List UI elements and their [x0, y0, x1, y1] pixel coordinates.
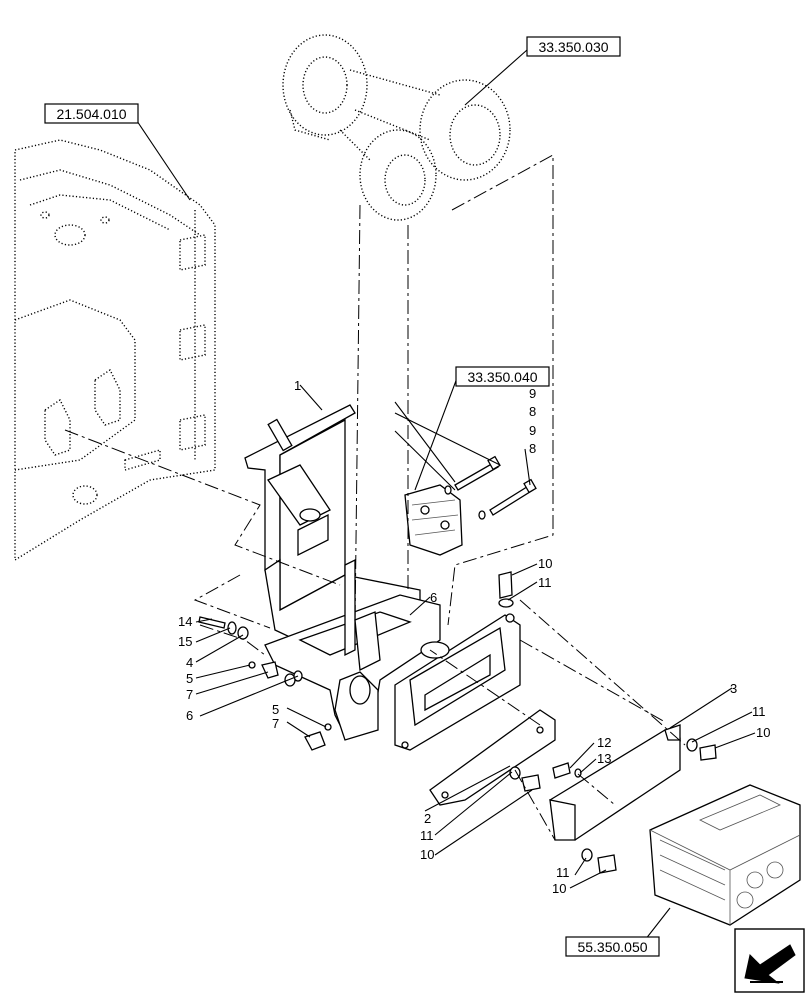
callout-4: 4	[186, 655, 193, 670]
callout-14: 14	[178, 614, 192, 629]
callout-3: 3	[730, 681, 737, 696]
ref-box-axle[interactable]: 33.350.030	[526, 36, 621, 57]
callout-10c: 10	[420, 847, 434, 862]
callout-13: 13	[597, 751, 611, 766]
callout-7a: 7	[186, 687, 193, 702]
ref-axle-text: 33.350.030	[538, 39, 608, 55]
valve-assembly	[404, 484, 463, 556]
ecu-module	[649, 784, 801, 926]
ref-ecu-text: 55.350.050	[577, 939, 647, 955]
callout-11d: 11	[556, 865, 570, 880]
ref-box-valve[interactable]: 33.350.040	[455, 366, 550, 387]
long-bolts	[444, 455, 537, 520]
axle-assembly	[282, 34, 511, 221]
callout-8b: 8	[529, 441, 536, 456]
arrow-left-down-icon	[744, 944, 796, 984]
callout-15: 15	[178, 634, 192, 649]
callout-11b: 11	[752, 704, 766, 719]
callout-10b: 10	[756, 725, 770, 740]
callout-9a: 9	[529, 386, 536, 401]
ref-box-ecu[interactable]: 55.350.050	[565, 936, 660, 957]
callout-5b: 5	[272, 702, 279, 717]
callout-11a: 11	[538, 575, 552, 590]
assembly-lines	[64, 154, 686, 841]
ref-gearbox-text: 21.504.010	[56, 106, 126, 122]
callout-10a: 10	[538, 556, 552, 571]
callout-8a: 8	[529, 404, 536, 419]
bracket-base	[264, 558, 441, 741]
callout-7b: 7	[272, 716, 279, 731]
ref-valve-text: 33.350.040	[467, 369, 537, 385]
plate-2	[429, 709, 556, 806]
callout-11c: 11	[420, 828, 434, 843]
nav-arrow-button[interactable]	[734, 928, 805, 993]
leader-lines	[134, 49, 756, 941]
callout-12: 12	[597, 735, 611, 750]
callout-1: 1	[294, 378, 301, 393]
bracket-3	[549, 724, 681, 841]
callout-2: 2	[424, 811, 431, 826]
ref-box-gearbox[interactable]: 21.504.010	[44, 103, 139, 124]
callout-6a: 6	[430, 590, 437, 605]
front-plate	[394, 613, 521, 751]
callout-5a: 5	[186, 671, 193, 686]
callout-9b: 9	[529, 423, 536, 438]
callout-10d: 10	[552, 881, 566, 896]
small-hardware	[198, 571, 717, 874]
gearbox-housing	[14, 139, 216, 562]
callout-6b: 6	[186, 708, 193, 723]
